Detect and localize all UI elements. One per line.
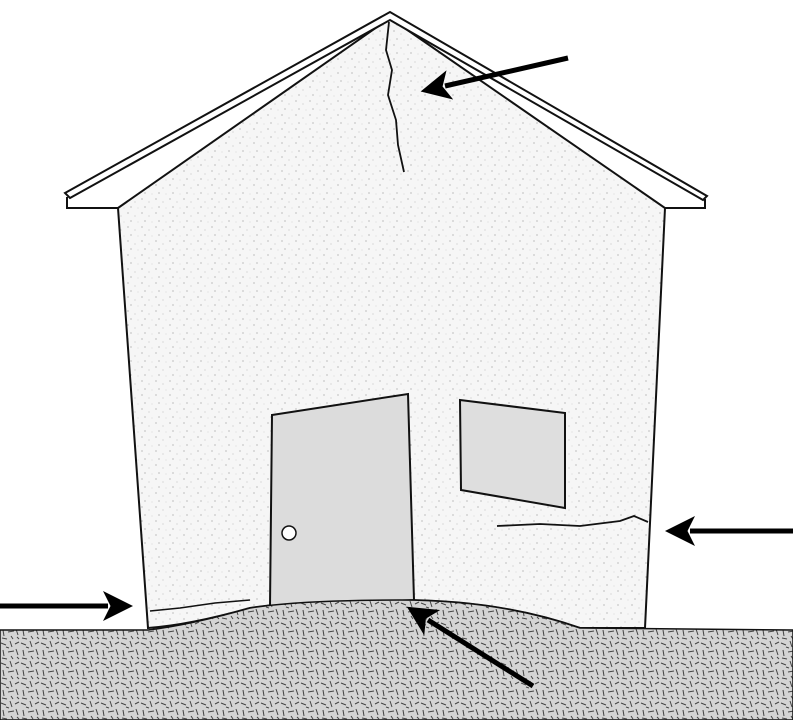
door-knob <box>281 525 297 541</box>
foundation-crack <box>149 599 251 612</box>
roof-crack-arrow <box>420 55 569 100</box>
door <box>268 392 416 608</box>
roof-crack <box>385 21 405 173</box>
right-eave <box>665 199 706 209</box>
wall-crack <box>496 515 649 527</box>
ground-heave-arrow <box>406 606 535 689</box>
left-eave <box>66 197 118 209</box>
roof <box>63 10 709 202</box>
ground <box>0 599 793 720</box>
window <box>458 398 566 510</box>
